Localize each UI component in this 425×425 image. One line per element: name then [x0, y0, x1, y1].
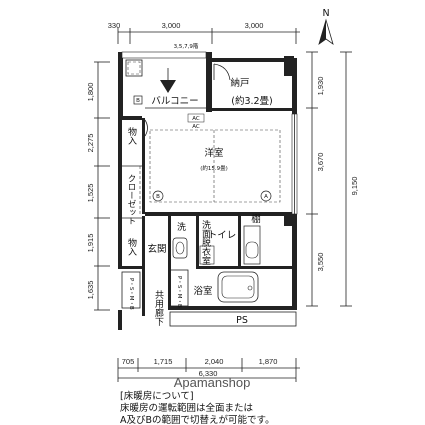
western-room: 洋室 (約15.9畳) B A AC — [144, 119, 281, 203]
ps-mb-right-label: P・S・M・B — [176, 276, 182, 308]
bottom-dim-1870: 1,870 — [259, 357, 278, 366]
storage-room-label: 納戸 — [230, 77, 249, 89]
bottom-dim-2040: 2,040 — [205, 357, 224, 366]
closet-bottom-label: 物入 — [126, 237, 137, 256]
top-dim-3000-a: 3,000 — [162, 21, 181, 30]
western-room-size: (約15.9畳) — [200, 164, 228, 172]
floor-heating-notes: [床暖房について] 床暖房の運転範囲は全面または A及びBの範囲で切替えが可能で… — [120, 390, 275, 425]
right-dim-3550: 3,550 — [316, 253, 325, 272]
left-dimension-line: 1,800 2,275 1,525 1,915 1,635 — [86, 61, 110, 311]
ac-label-storage: AC — [192, 116, 200, 122]
left-dim-1635: 1,635 — [86, 281, 95, 300]
balcony-arrow-icon — [160, 80, 176, 93]
ac-label-western: AC — [192, 124, 200, 130]
right-dim-3670: 3,670 — [316, 153, 325, 172]
bath-area: 浴室 — [193, 271, 259, 303]
western-room-label: 洋室 — [204, 147, 223, 159]
left-dim-1800: 1,800 — [86, 83, 95, 102]
closet-top-label: 物入 — [126, 126, 137, 145]
corridor-label: 共用廊下 — [153, 290, 164, 327]
svg-text:B: B — [136, 98, 140, 104]
top-dimension-line: 330 3,000 3,000 3,5,7,9階 — [108, 21, 300, 50]
entrance-label: 玄関 — [147, 243, 166, 255]
heating-mark-b: B — [156, 194, 160, 200]
bottom-dim-1715: 1,715 — [154, 357, 173, 366]
compass: N — [318, 8, 334, 45]
top-dim-330: 330 — [108, 21, 121, 30]
bottom-dim-total: 6,330 — [199, 369, 218, 378]
entrance-area: 玄関 P・S・M・B P・S・M・B 共用廊下 — [121, 243, 189, 327]
closet-mid-label: クローゼット — [126, 174, 136, 225]
right-dim-1930: 1,930 — [316, 77, 325, 96]
ps-bottom: PS — [169, 311, 297, 327]
notes-title: [床暖房について] — [120, 390, 194, 402]
bottom-dimension-line: 705 1,715 2,040 1,870 6,330 — [117, 357, 300, 382]
windows — [121, 51, 298, 215]
right-dim-total: 9,150 — [350, 177, 359, 196]
bottom-dim-705: 705 — [122, 357, 135, 366]
top-dim-3000-b: 3,000 — [245, 21, 264, 30]
right-dimension-line: 1,930 3,670 3,550 9,150 — [306, 51, 359, 307]
balcony-label: バルコニー — [151, 96, 198, 107]
compass-label: N — [322, 8, 329, 19]
watermark: Apamanshop — [174, 375, 251, 390]
floor-heating-zone — [149, 129, 281, 203]
heating-mark-a: A — [264, 194, 268, 200]
storage-room-size: (約3.2畳) — [231, 95, 273, 107]
notes-line-1: 床暖房の運転範囲は全面または — [120, 402, 254, 414]
ps-bottom-label: PS — [236, 315, 248, 326]
balcony: B バルコニー — [125, 59, 206, 109]
left-dim-1525: 1,525 — [86, 184, 95, 203]
wash-label: 洗 — [175, 221, 186, 232]
left-dim-1915: 1,915 — [86, 234, 95, 253]
floor-note: 3,5,7,9階 — [174, 42, 199, 50]
left-dim-2275: 2,275 — [86, 134, 95, 153]
wash-area: 洗 洗面脱衣室 トイレ 棚 — [172, 213, 261, 265]
closets: 物入 クローゼット 物入 — [122, 126, 142, 256]
ps-mb-left-label: P・S・M・B — [128, 278, 134, 310]
storage-room: 納戸 (約3.2畳) AC — [187, 63, 273, 123]
bath-label: 浴室 — [193, 285, 212, 297]
notes-line-2: A及びBの範囲で切替えが可能です。 — [120, 414, 275, 425]
shelf-label: 棚 — [251, 213, 261, 225]
washroom-label: 洗面脱衣室 — [200, 219, 211, 265]
walls — [118, 52, 297, 330]
toilet-label: トイレ — [208, 230, 237, 241]
